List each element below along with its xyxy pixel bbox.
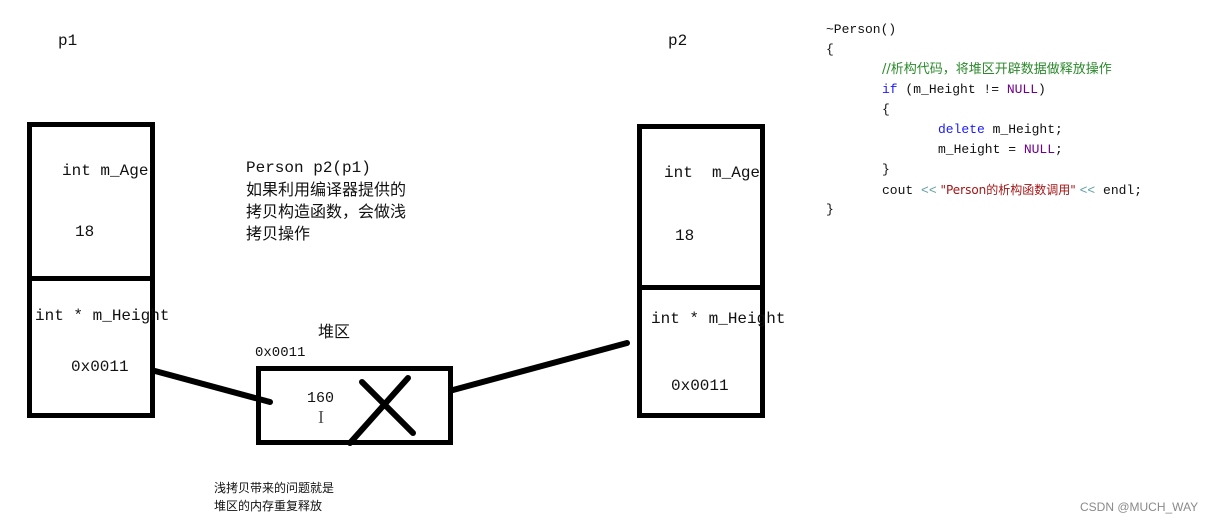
problem-note-line: 堆区的内存重复释放 xyxy=(214,499,323,513)
code-text: ~Person() xyxy=(826,22,897,37)
p2-age-value: 18 xyxy=(675,227,695,245)
p1-age-decl: int m_Age xyxy=(62,162,149,180)
text-cursor-icon: I xyxy=(318,407,324,427)
x-cross-icon xyxy=(347,375,416,446)
code-text: ) xyxy=(1038,82,1046,97)
code-text: cout xyxy=(882,183,922,198)
code-text: endl; xyxy=(1095,183,1143,198)
heap-address: 0x0011 xyxy=(255,345,306,361)
code-line: cout << "Person的析构函数调用" << endl; xyxy=(826,180,1142,200)
p1-height-decl: int * m_Height xyxy=(35,307,170,325)
p2-divider xyxy=(637,285,765,290)
explanation-text: Person p2(p1) 如果利用编译器提供的 拷贝构造函数，会做浅 拷贝操作 xyxy=(246,157,406,245)
code-string: "Person的析构函数调用" xyxy=(936,183,1080,197)
code-null-macro: NULL xyxy=(1023,142,1056,157)
explanation-line: 拷贝操作 xyxy=(246,224,311,243)
code-null-macro: NULL xyxy=(1006,82,1039,97)
p1-pointer-line xyxy=(152,368,273,405)
code-line: if (m_Height != NULL) xyxy=(826,80,1142,100)
p1-height-value: 0x0011 xyxy=(71,358,129,376)
code-comment: //析构代码，将堆区开辟数据做释放操作 xyxy=(882,62,1112,77)
code-line: } xyxy=(826,200,1142,220)
code-line: m_Height = NULL; xyxy=(826,140,1142,160)
p1-age-value: 18 xyxy=(75,223,95,241)
p1-object-box xyxy=(27,122,155,418)
code-keyword: if xyxy=(882,82,898,97)
code-line: { xyxy=(826,100,1142,120)
code-text: } xyxy=(826,202,834,217)
code-line: { xyxy=(826,40,1142,60)
code-text: (m_Height != xyxy=(897,82,1007,97)
code-text: { xyxy=(882,102,890,117)
heap-memory-box xyxy=(256,366,453,445)
destructor-code-block: ~Person() { //析构代码，将堆区开辟数据做释放操作 if (m_He… xyxy=(826,20,1142,220)
p1-title: p1 xyxy=(58,32,78,50)
p1-divider xyxy=(27,276,155,281)
code-text: { xyxy=(826,42,834,57)
p2-title: p2 xyxy=(668,32,688,50)
code-line: } xyxy=(826,160,1142,180)
code-operator: << xyxy=(921,183,937,198)
code-text: ; xyxy=(1055,142,1063,157)
watermark: CSDN @MUCH_WAY xyxy=(1080,500,1199,514)
explanation-code: Person p2(p1) xyxy=(246,159,371,177)
code-text: } xyxy=(882,162,890,177)
code-line: //析构代码，将堆区开辟数据做释放操作 xyxy=(826,60,1142,80)
problem-note: 浅拷贝带来的问题就是 堆区的内存重复释放 xyxy=(214,479,334,515)
p2-pointer-line xyxy=(450,340,630,393)
p2-object-box xyxy=(637,124,765,418)
p2-height-value: 0x0011 xyxy=(671,377,729,395)
p2-age-decl: int m_Age xyxy=(664,164,761,182)
code-line: delete m_Height; xyxy=(826,120,1142,140)
heap-title: 堆区 xyxy=(318,322,351,341)
code-text: m_Height = xyxy=(938,142,1024,157)
explanation-line: 拷贝构造函数，会做浅 xyxy=(246,202,407,221)
code-text: m_Height; xyxy=(984,122,1063,137)
code-line: ~Person() xyxy=(826,20,1142,40)
code-keyword: delete xyxy=(938,122,985,137)
problem-note-line: 浅拷贝带来的问题就是 xyxy=(214,481,335,495)
heap-value: 160 xyxy=(307,390,335,407)
explanation-line: 如果利用编译器提供的 xyxy=(246,180,407,199)
code-operator: << xyxy=(1079,183,1096,198)
p2-height-decl: int * m_Height xyxy=(651,310,786,328)
